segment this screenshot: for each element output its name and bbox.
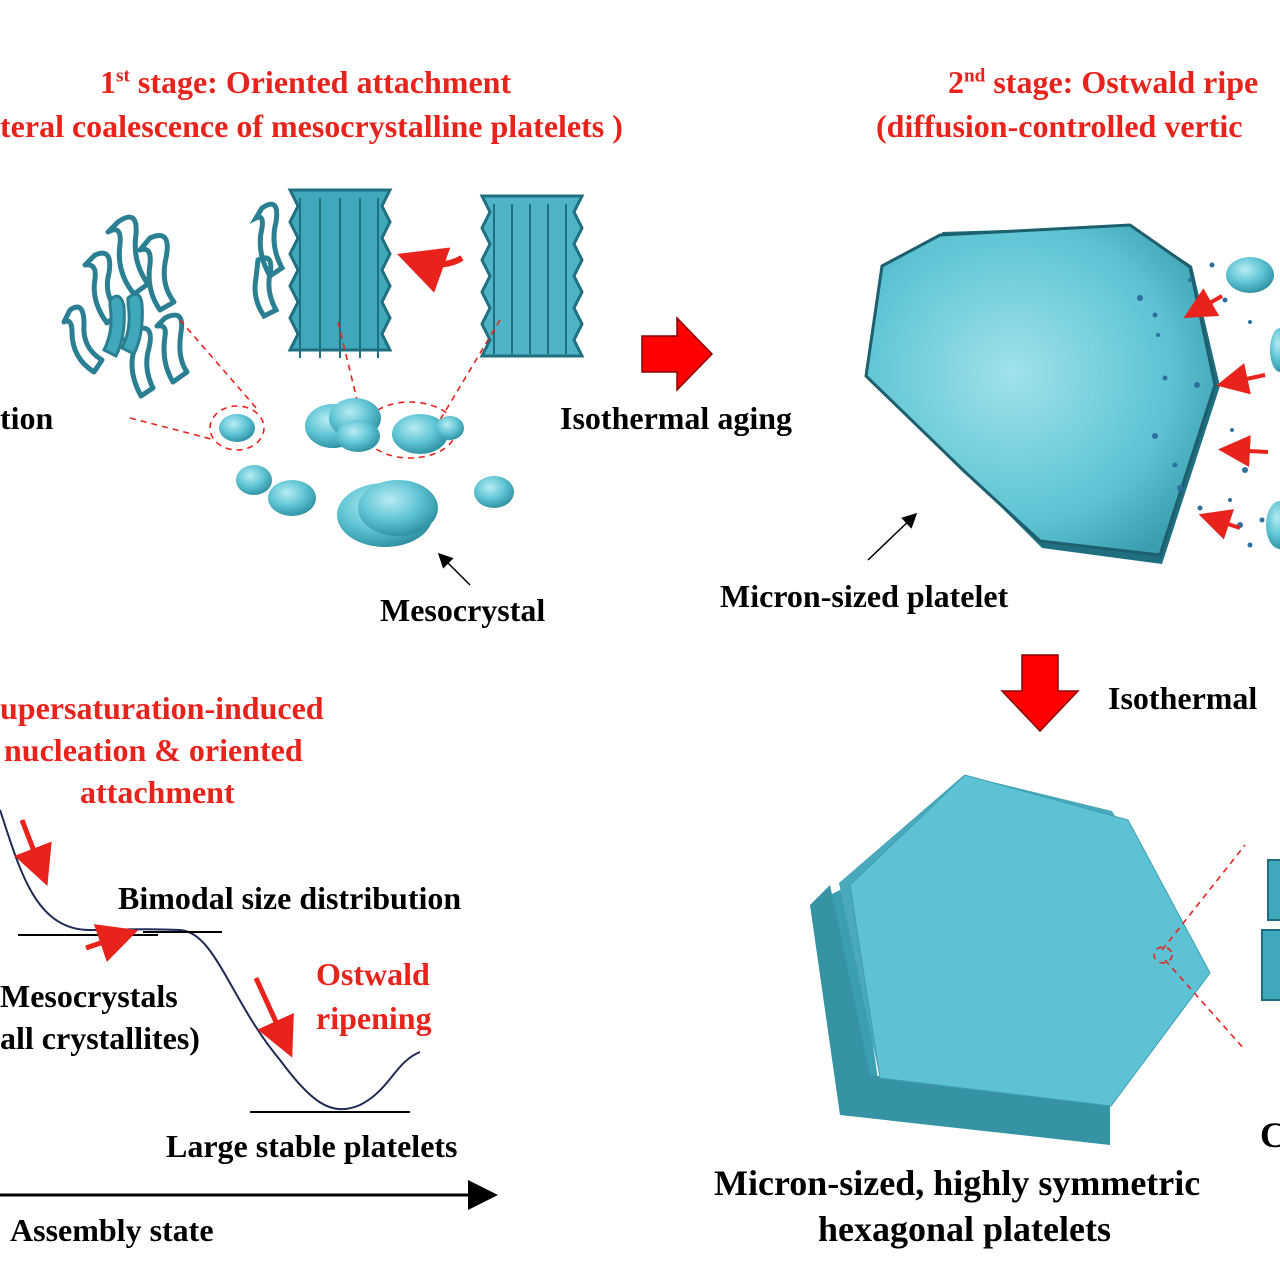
mesocrystal-particles <box>219 398 514 547</box>
label-left-cut: tion <box>0 400 54 436</box>
side-particles <box>1226 257 1280 549</box>
axis-label-assembly: Assembly state <box>10 1212 214 1248</box>
platelet-pointer <box>867 512 918 561</box>
mesocrystal-pointer <box>437 552 471 586</box>
oriented-stack-filled <box>287 188 393 358</box>
stage2-title: 2nd stage: Ostwald ripe <box>948 64 1259 100</box>
label-large-platelets: Large stable platelets <box>166 1128 458 1164</box>
label-isothermal-aging: Isothermal aging <box>560 400 792 436</box>
annotation-line1: upersaturation-induced <box>0 690 324 726</box>
label-bimodal: Bimodal size distribution <box>118 880 462 916</box>
isothermal-aging-arrow <box>641 316 714 392</box>
arrow-ripening <box>253 976 294 1058</box>
label-micron-platelet: Micron-sized platelet <box>720 578 1009 614</box>
energy-curve <box>0 809 421 1111</box>
hexagon-caption-line2: hexagonal platelets <box>818 1209 1111 1249</box>
isothermal-down-arrow <box>1000 654 1080 733</box>
annotation-line3: attachment <box>80 774 235 810</box>
hexagon-edge-label: C <box>1260 1115 1280 1155</box>
arrow-bimodal <box>85 924 139 963</box>
stage1-title: 1st stage: Oriented attachment <box>100 64 512 100</box>
oriented-stack-outline-left <box>249 201 286 320</box>
stage1-subtitle: teral coalescence of mesocrystalline pla… <box>0 108 623 144</box>
label-mesocrystals: Mesocrystals <box>0 978 178 1014</box>
label-small-crystallites: all crystallites) <box>0 1020 200 1056</box>
label-ostwald-2: ripening <box>316 1000 432 1036</box>
attachment-arrow <box>397 247 464 293</box>
hexagonal-platelet <box>810 774 1211 1145</box>
micron-platelet <box>864 223 1217 557</box>
energy-diagram <box>0 809 498 1210</box>
stage2-subtitle: (diffusion-controlled vertic <box>876 108 1243 144</box>
ripening-arrows <box>1183 288 1269 540</box>
aligned-platelets-small <box>101 292 144 359</box>
label-isothermal-down: Isothermal <box>1108 680 1258 716</box>
hexagon-zoom-lines <box>1153 844 1246 1051</box>
label-mesocrystal: Mesocrystal <box>380 592 546 628</box>
arrow-nucleation <box>14 819 52 887</box>
hexagon-caption-line1: Micron-sized, highly symmetric <box>714 1163 1201 1203</box>
label-ostwald-1: Ostwald <box>316 956 430 992</box>
oriented-stack-right <box>479 194 585 358</box>
annotation-line2: nucleation & oriented <box>4 732 303 768</box>
hexagon-side-fragment <box>1261 859 1280 1001</box>
